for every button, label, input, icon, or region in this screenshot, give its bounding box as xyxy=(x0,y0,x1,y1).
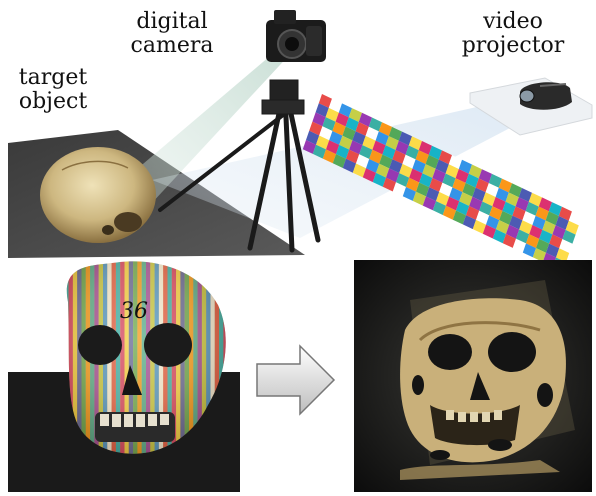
label-target-object: target object xyxy=(12,66,94,114)
label-projector-line2: projector xyxy=(448,34,578,58)
label-object-line2: object xyxy=(12,90,94,114)
right-arrow-icon xyxy=(257,346,334,414)
label-digital-line1: digital xyxy=(122,10,222,34)
video-projector-icon xyxy=(520,82,572,110)
label-video-projector: video projector xyxy=(448,10,578,58)
label-digital-camera: digital camera xyxy=(122,10,222,58)
label-target-line1: target xyxy=(12,66,94,90)
target-skull xyxy=(40,147,156,243)
dslr-camera-icon xyxy=(266,10,326,62)
skull-with-projected-stripes: 36 xyxy=(8,255,240,492)
label-video-line1: video xyxy=(448,10,578,34)
label-camera-line2: camera xyxy=(122,34,222,58)
skull-number-label: 36 xyxy=(120,299,148,324)
reconstructed-3d-skull xyxy=(354,260,592,492)
